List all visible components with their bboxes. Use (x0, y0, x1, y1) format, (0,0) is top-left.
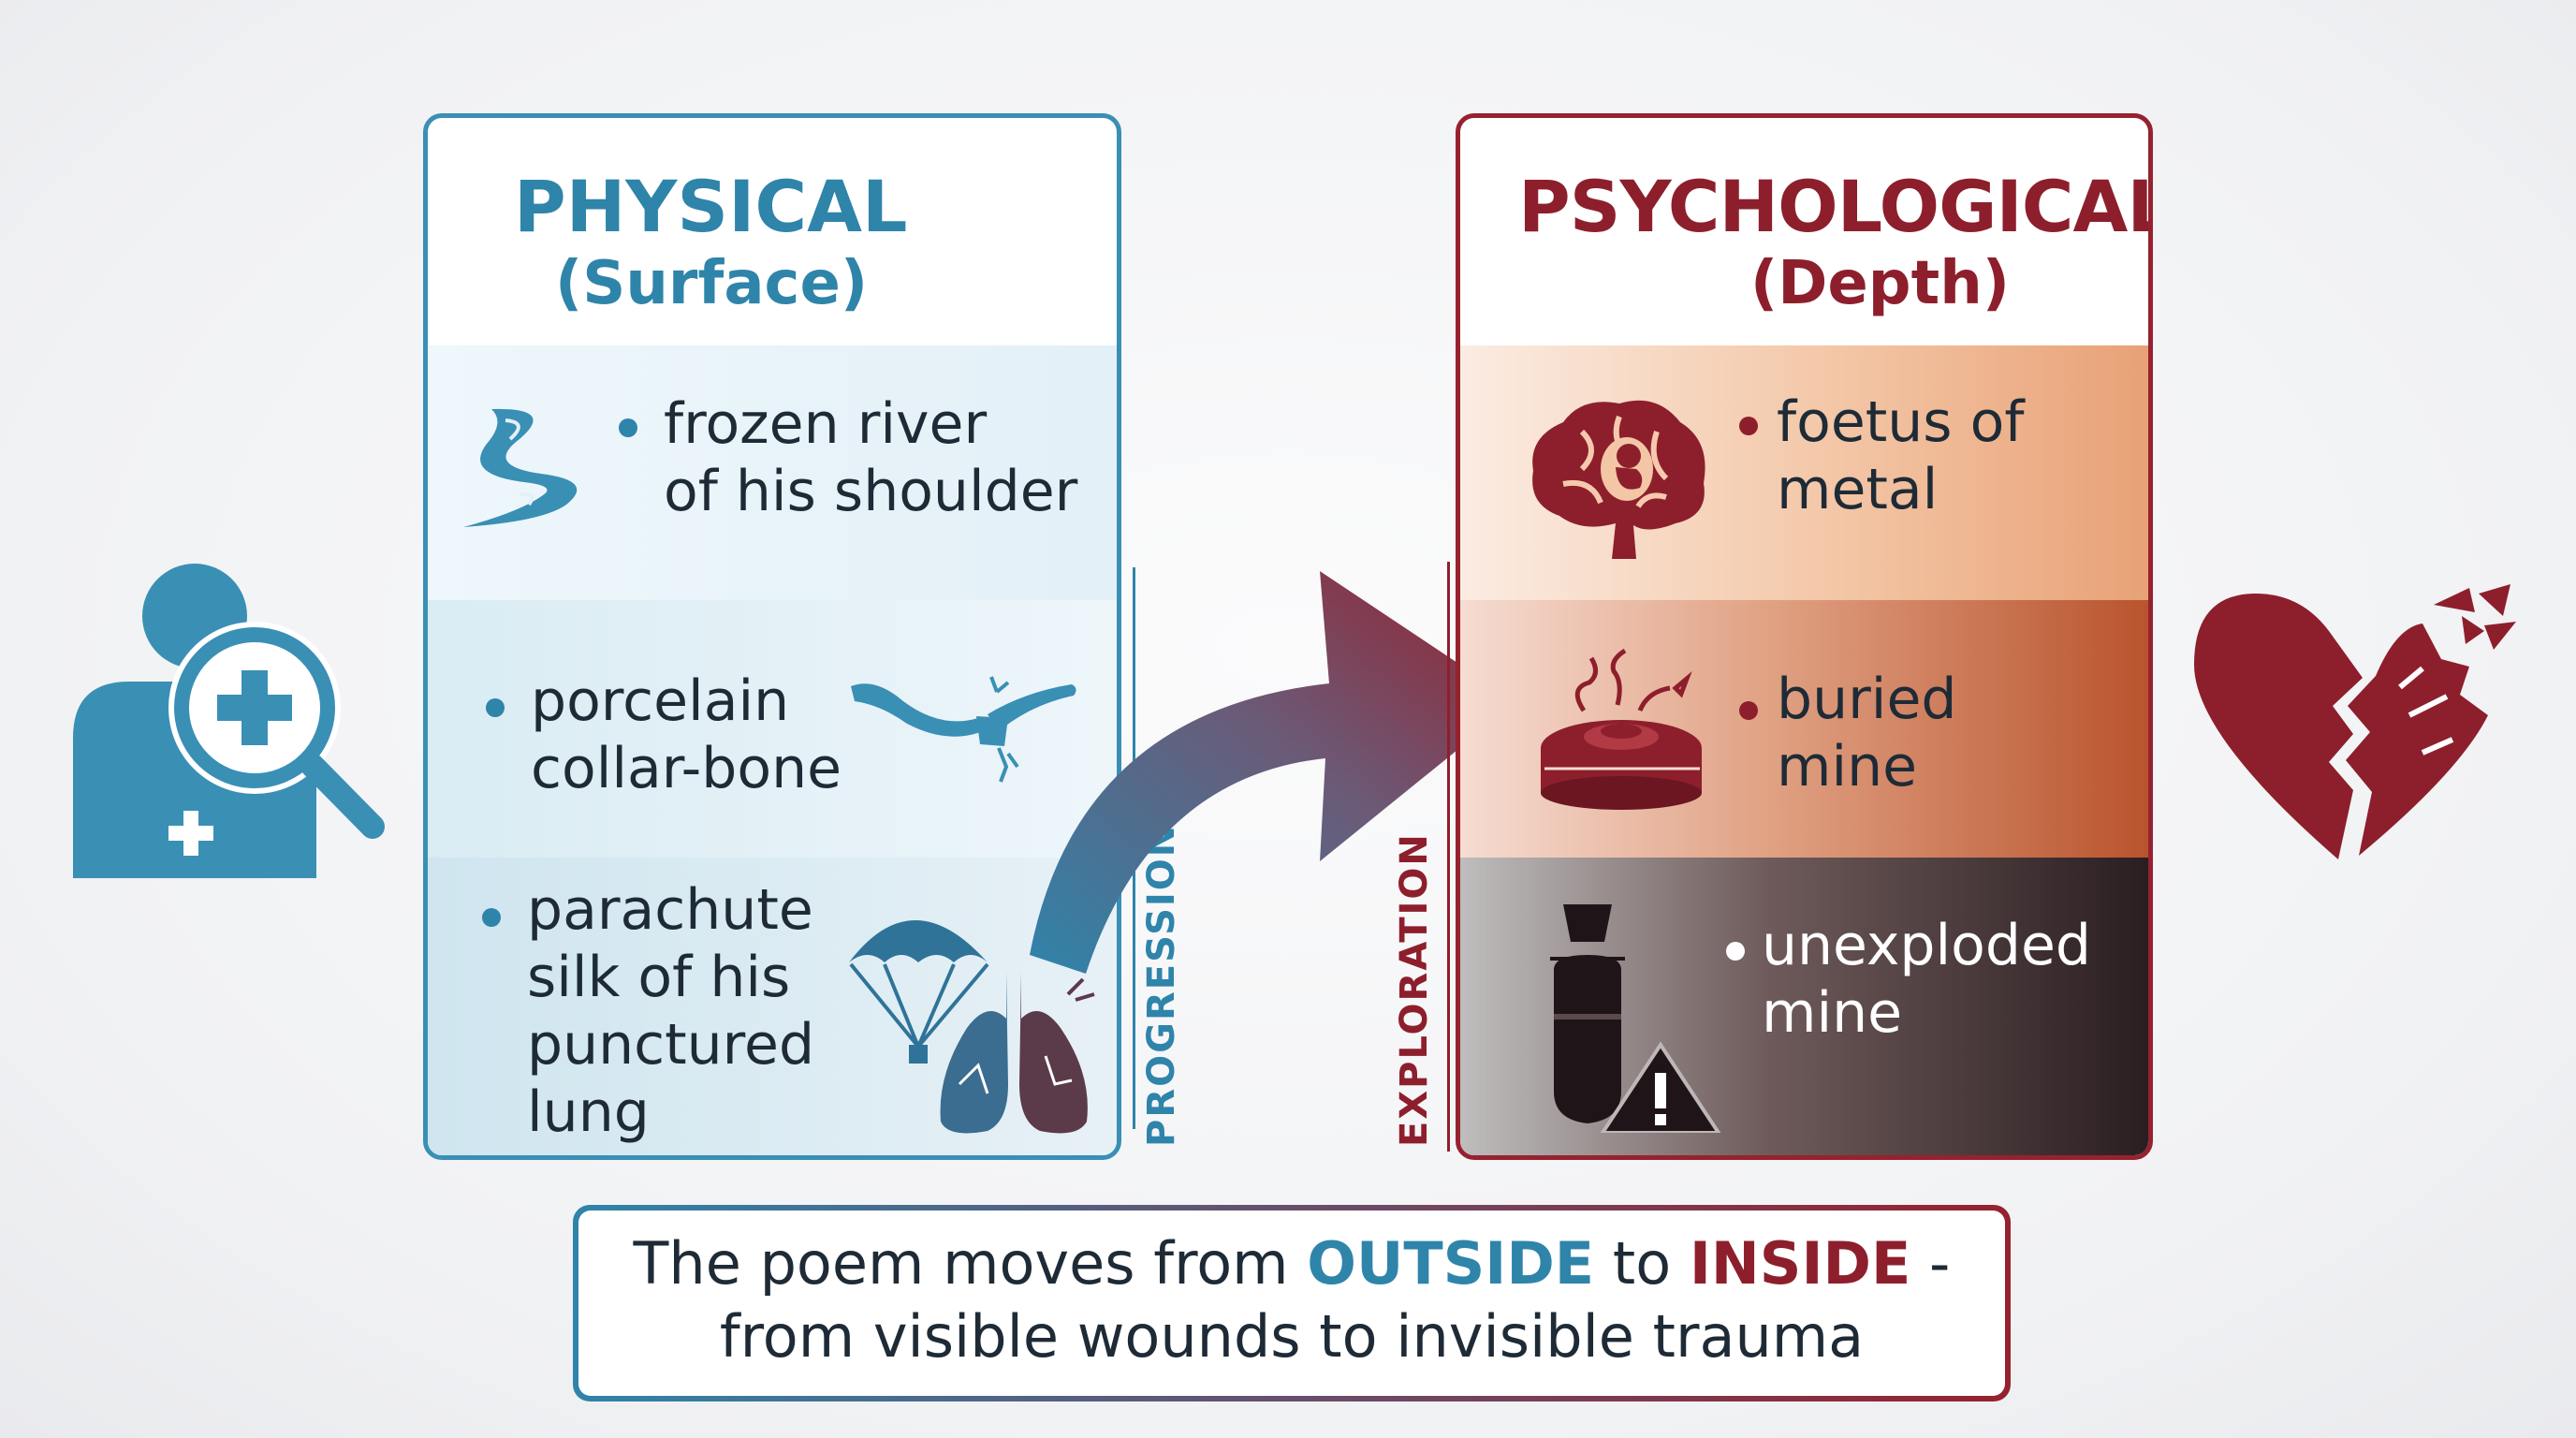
caption-part-1: The poem moves from (633, 1229, 1308, 1298)
physical-item-parachute-lung: parachute silk of his punctured lung (428, 858, 1117, 1155)
bullet (1739, 417, 1758, 435)
psychological-header: PSYCHOLOGICAL (Depth) (1460, 118, 2148, 345)
bomb-warning-icon (1550, 904, 1721, 1133)
caption-part-3: - (1910, 1229, 1951, 1298)
physical-item-collar-bone: porcelain collar-bone (428, 600, 1117, 858)
caption-box: The poem moves from OUTSIDE to INSIDE - … (573, 1205, 2011, 1401)
physical-subtitle: (Surface) (555, 249, 869, 318)
psych-item-foetus-of-metal: foetus of metal (1460, 345, 2148, 600)
psychological-subtitle: (Depth) (1750, 249, 2010, 318)
psych-item-text: foetus of metal (1777, 389, 2025, 522)
psychological-panel: PSYCHOLOGICAL (Depth) foetus of metal bu… (1456, 113, 2153, 1160)
river-icon (463, 408, 578, 527)
parachute-lung-icon (849, 920, 1095, 1134)
exploration-line (1447, 562, 1450, 1152)
bullet (1739, 701, 1758, 720)
psych-item-buried-mine: buried mine (1460, 600, 2148, 858)
physical-item-text: frozen river of his shoulder (664, 391, 1078, 524)
psych-item-text: unexploded mine (1762, 913, 2091, 1046)
broken-heart-icon (2194, 584, 2516, 859)
caption-inner: The poem moves from OUTSIDE to INSIDE - … (578, 1211, 2005, 1396)
caption-part-2: to (1594, 1229, 1690, 1298)
physical-item-text: porcelain collar-bone (531, 668, 842, 801)
physical-item-frozen-river: frozen river of his shoulder (428, 345, 1117, 600)
physical-title: PHYSICAL (514, 165, 908, 248)
bullet (482, 908, 501, 927)
bullet (486, 698, 505, 717)
bullet (619, 418, 637, 437)
caption-outside: OUTSIDE (1307, 1229, 1595, 1298)
collarbone-icon (851, 676, 1076, 783)
physical-item-text: parachute silk of his punctured lung (527, 877, 815, 1145)
physical-panel: PHYSICAL (Surface) frozen river of his s… (423, 113, 1121, 1160)
caption-line-2: from visible wounds to invisible trauma (719, 1302, 1865, 1371)
caption-line-1: The poem moves from OUTSIDE to INSIDE - (578, 1211, 2005, 1300)
curved-arrow-icon (1030, 571, 1516, 974)
bullet (1726, 942, 1745, 961)
brain-foetus-icon (1532, 400, 1705, 559)
psychological-title: PSYCHOLOGICAL (1518, 165, 2153, 248)
caption-inside: INSIDE (1689, 1229, 1911, 1298)
physical-header: PHYSICAL (Surface) (428, 118, 1117, 345)
doctor-search-icon (73, 564, 385, 878)
buried-mine-icon (1541, 648, 1702, 810)
psych-item-text: buried mine (1777, 667, 1957, 800)
exploration-label: EXPLORATION (1393, 832, 1436, 1147)
psych-item-unexploded-mine: unexploded mine (1460, 858, 2148, 1155)
